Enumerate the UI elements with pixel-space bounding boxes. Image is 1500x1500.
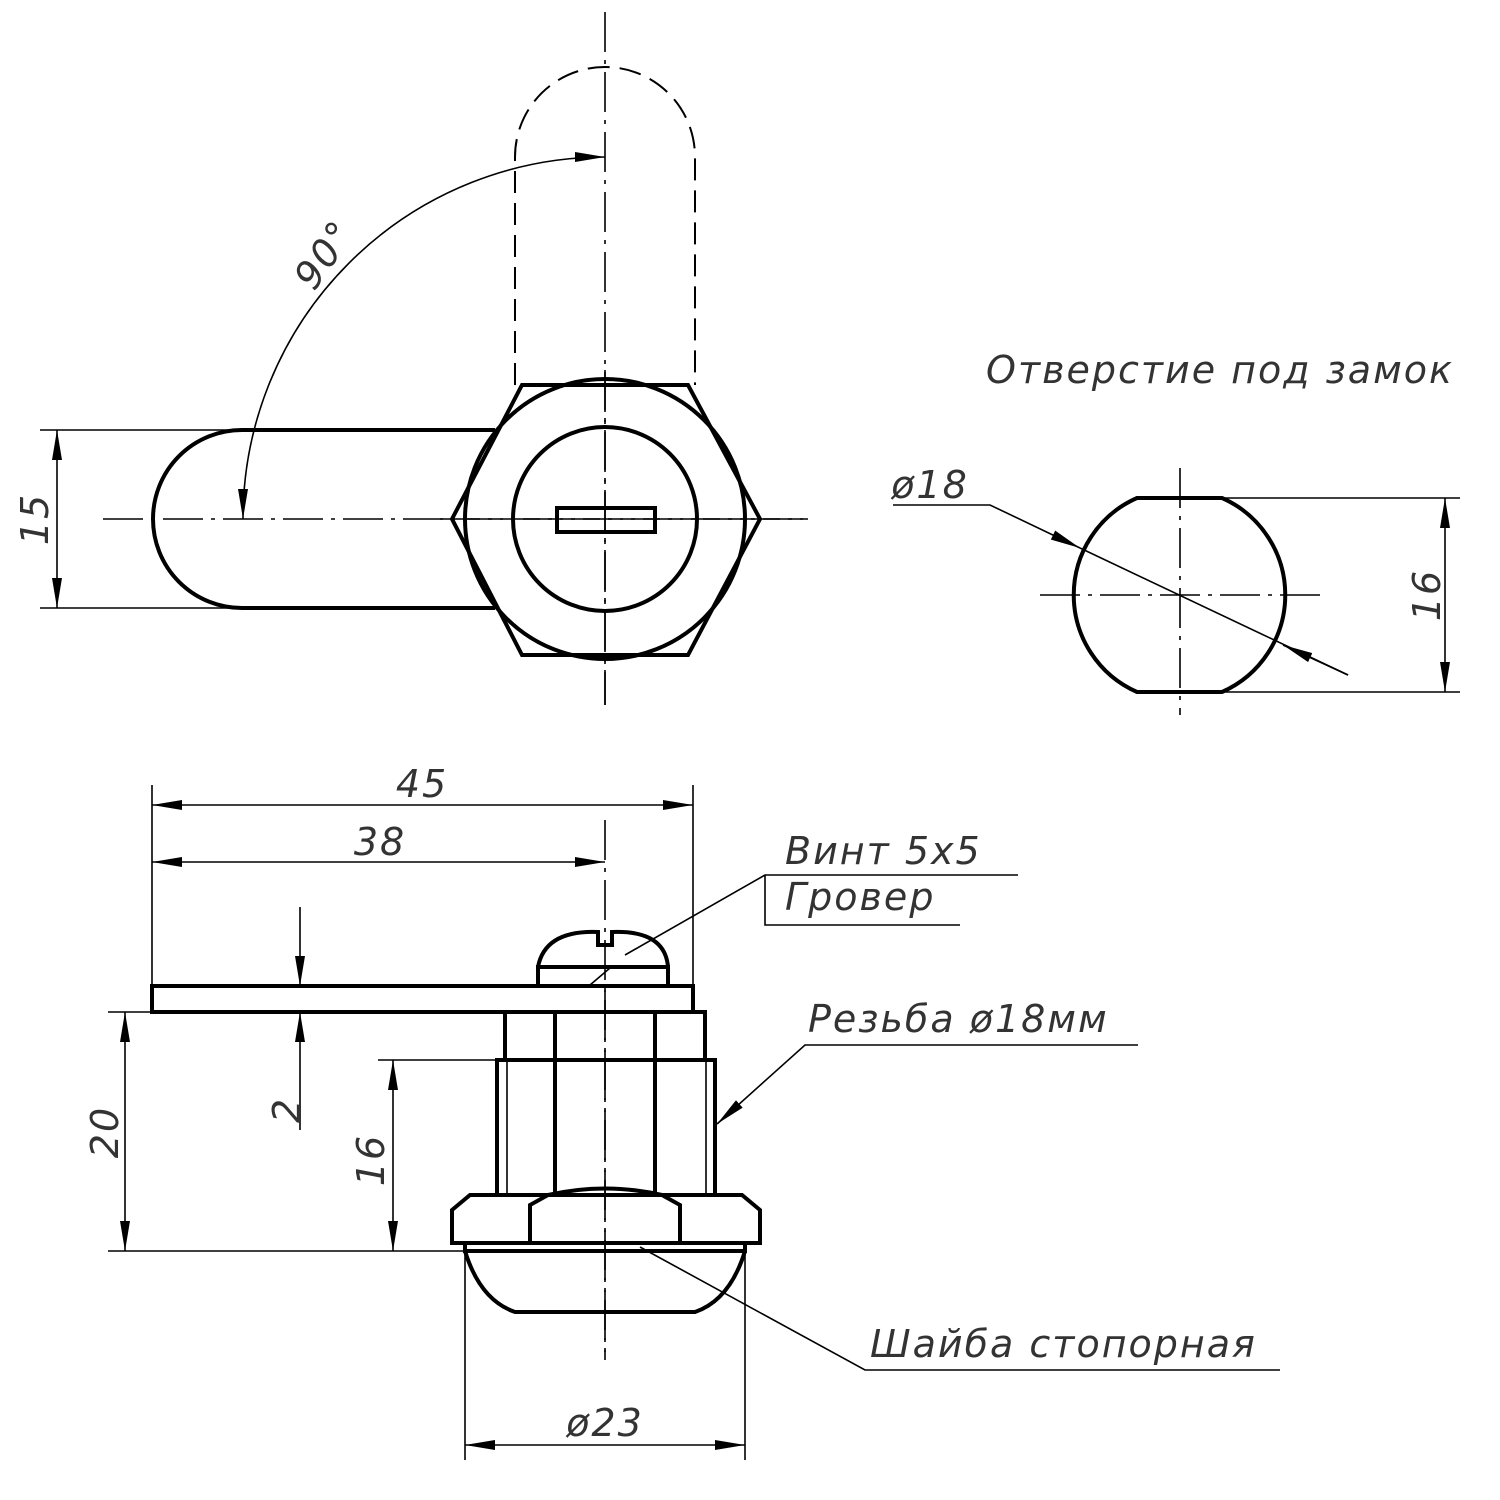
stop-washer-label: Шайба стопорная <box>870 1322 1257 1366</box>
stop-washer-leader <box>639 1246 1280 1371</box>
lock-washer <box>536 965 670 986</box>
threaded-body <box>495 1058 717 1197</box>
hole-diameter-label: ø18 <box>890 463 969 507</box>
diameter-arrow <box>1282 644 1349 676</box>
plate-thickness-label: 2 <box>265 1097 309 1123</box>
cam-width-label: 15 <box>13 493 57 545</box>
hole-view: Отверстие под замок ø18 16 <box>890 348 1460 715</box>
nut <box>450 1193 762 1245</box>
cam <box>151 428 495 610</box>
hole-flat-label: 16 <box>1405 569 1449 621</box>
side-view: 45 38 2 20 16 Винт 5х5 Гровер Резьба ø18… <box>83 762 1280 1460</box>
screw-head <box>536 929 670 968</box>
washer-leader-box <box>764 875 960 926</box>
cam-plate <box>150 984 695 1014</box>
nut-diameter-label: ø23 <box>565 1401 644 1445</box>
angle-dimension-arc <box>238 152 606 520</box>
keyhole <box>555 506 657 534</box>
screw-label: Винт 5х5 <box>785 829 982 873</box>
axis-length-label: 38 <box>354 820 406 864</box>
body-height-label: 20 <box>83 1106 127 1158</box>
thread-length-label: 16 <box>349 1134 393 1186</box>
diameter-leader <box>893 504 1081 549</box>
angle-label: 90° <box>285 212 363 297</box>
top-view: 90° 15 <box>13 12 808 705</box>
washer-split <box>589 967 611 986</box>
hole-title: Отверстие под замок <box>986 348 1454 392</box>
thread-leader <box>716 1044 1138 1125</box>
lock-washer-label: Гровер <box>785 875 935 919</box>
thread-label: Резьба ø18мм <box>808 997 1109 1041</box>
total-length-label: 45 <box>396 762 448 806</box>
cam-rotated-position <box>514 66 696 385</box>
